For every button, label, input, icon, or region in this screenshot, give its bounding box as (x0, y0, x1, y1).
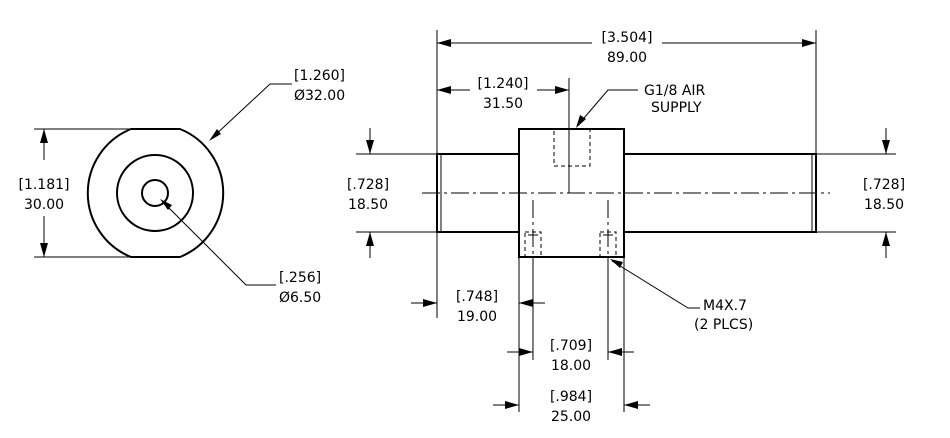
port-offset-in: [1.240] (477, 76, 528, 92)
bore-arrow (160, 199, 172, 210)
left-dia-arrow-bottom (366, 232, 374, 246)
port-offset-mm: 31.50 (483, 96, 523, 112)
air-supply-arrow (576, 115, 586, 128)
height-arrow-top (40, 129, 48, 143)
shaft-length-mm: 19.00 (457, 309, 497, 325)
bore-leader (161, 200, 276, 286)
end-view-bore (141, 179, 169, 207)
side-view: [3.504] 89.00 [1.240] 31.50 G1/8 AIR SUP… (347, 30, 905, 425)
air-supply-line2: SUPPLY (651, 100, 702, 116)
bore-mm: Ø6.50 (279, 290, 321, 306)
end-view: [1.181] 30.00 [1.260] Ø32.00 [.256] Ø6.5… (18, 68, 345, 306)
body-length-arrow-right (624, 401, 638, 409)
left-shaft-dia-mm: 18.50 (348, 197, 388, 213)
port-offset-arrow-right (555, 86, 569, 94)
outer-dia-arrow (209, 129, 221, 141)
outer-dia-mm: Ø32.00 (294, 88, 345, 104)
bore-in: [.256] (279, 270, 321, 286)
height-arrow-bottom (40, 243, 48, 257)
thread-note-line1: M4X.7 (703, 298, 747, 314)
thread-leader (611, 260, 700, 309)
tapped-hole-right (599, 200, 617, 258)
overall-length-mm: 89.00 (607, 50, 647, 66)
hole-spacing-arrow-left (519, 348, 533, 356)
air-supply-leader (577, 89, 638, 126)
tapped-hole-left (524, 200, 542, 258)
port-offset-arrow-left (437, 86, 451, 94)
thread-arrow (610, 259, 623, 268)
end-view-outer-profile (86, 128, 225, 258)
left-dia-arrow-top (366, 140, 374, 154)
body-length-arrow-left (505, 401, 519, 409)
right-shaft-dia-in: [.728] (863, 177, 905, 193)
hole-spacing-in: [.709] (550, 338, 592, 354)
overall-length-in: [3.504] (601, 30, 652, 46)
thread-note-line2: (2 PLCS) (694, 317, 753, 333)
overall-arrow-left (437, 39, 451, 47)
right-dia-arrow-bottom (882, 232, 890, 246)
hole-spacing-mm: 18.00 (551, 358, 591, 374)
outer-dia-leader (211, 83, 292, 139)
height-dim-in: [1.181] (18, 177, 69, 193)
overall-arrow-right (802, 39, 816, 47)
shaft-length-in: [.748] (456, 289, 498, 305)
hole-spacing-arrow-right (608, 348, 622, 356)
right-shaft-dia-mm: 18.50 (864, 197, 904, 213)
body-length-in: [.984] (550, 389, 592, 405)
shaft-length-arrow-right (519, 299, 533, 307)
body-length-mm: 25.00 (551, 409, 591, 425)
air-supply-line1: G1/8 AIR (644, 83, 706, 99)
air-port-hidden (553, 128, 591, 167)
shaft-length-arrow-left (423, 299, 437, 307)
outer-dia-in: [1.260] (294, 68, 345, 84)
end-view-inner-ring (116, 154, 194, 232)
left-shaft (436, 153, 519, 233)
left-shaft-dia-in: [.728] (347, 177, 389, 193)
height-dim-mm: 30.00 (24, 197, 64, 213)
right-dia-arrow-top (882, 140, 890, 154)
